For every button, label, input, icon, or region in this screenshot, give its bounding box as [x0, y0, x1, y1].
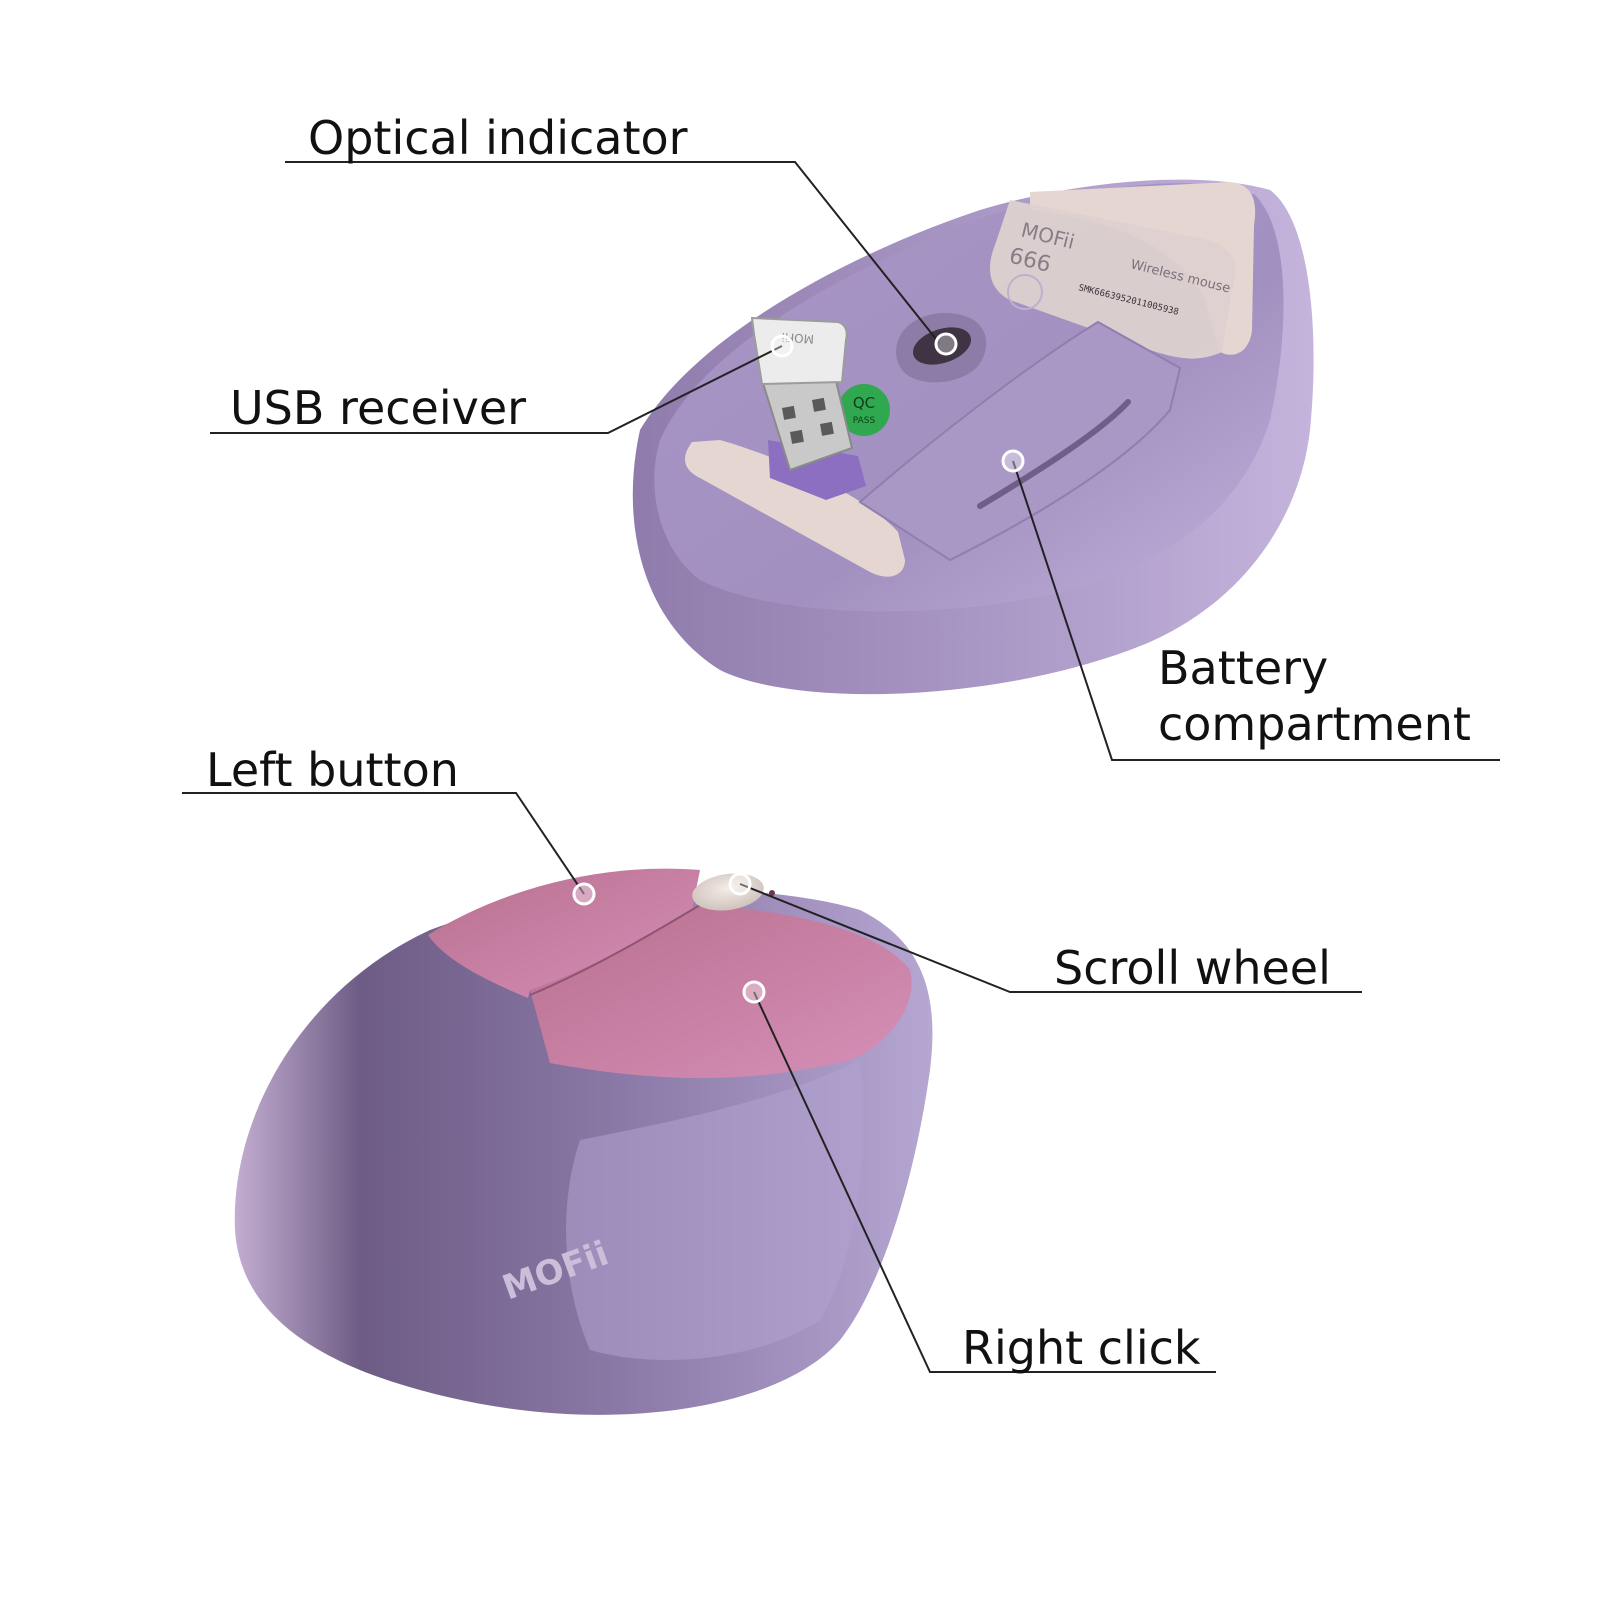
wheel-indicator-dot [769, 890, 775, 896]
label-left-button: Left button [206, 743, 459, 797]
scroll-wheel-shape [692, 873, 764, 911]
dongle-contact-2 [812, 397, 826, 412]
anchor-optical-indicator [934, 332, 958, 356]
qc-bottom-text: PASS [853, 416, 876, 426]
callout-lines [182, 161, 1500, 1373]
anchor-usb-receiver [770, 334, 794, 358]
screw-cover [1007, 274, 1043, 310]
anchor-scroll-wheel [728, 872, 752, 896]
leader-battery-compartment [1012, 460, 1500, 761]
dongle-contact-4 [820, 421, 834, 436]
label-battery-line2: compartment [1158, 697, 1471, 751]
battery-cover [858, 320, 1182, 562]
product-label-sticker [990, 200, 1236, 359]
label-battery-line1: Battery [1158, 641, 1329, 695]
label-scroll-wheel: Scroll wheel [1054, 941, 1331, 995]
mouse-underside: MOFii 666 Wireless mouse SMK666395201100… [632, 179, 1314, 695]
mouse-topside: MOFii [234, 868, 933, 1415]
dongle-contact-3 [790, 429, 804, 444]
button-seam [529, 904, 701, 996]
label-optical-indicator: Optical indicator [308, 111, 688, 165]
dongle-brand-mark: MOFii [781, 330, 814, 346]
leader-scroll-wheel [739, 883, 1362, 993]
leader-optical-indicator [285, 161, 941, 345]
anchor-battery-compartment [1001, 449, 1025, 473]
optical-sensor-lens [912, 327, 972, 365]
callout-anchors [572, 332, 1025, 1004]
anchor-left-button [572, 882, 596, 906]
qc-pass-sticker [838, 384, 890, 436]
dongle-cap [750, 316, 848, 386]
left-button-cap [428, 868, 700, 998]
label-usb-receiver: USB receiver [230, 381, 527, 435]
label-battery-compartment: Battery compartment [1158, 640, 1471, 752]
mouse-shell-highlight [566, 1060, 863, 1360]
anchor-right-click [742, 980, 766, 1004]
glide-foot-top-right [1030, 182, 1256, 355]
battery-cover-latch [977, 399, 1131, 509]
glide-foot-bottom-left [685, 440, 905, 577]
label-right-click: Right click [962, 1321, 1201, 1375]
leader-right-click [753, 991, 1216, 1373]
leader-usb-receiver [210, 345, 783, 434]
usb-receiver-dongle: MOFii [750, 316, 854, 472]
leader-left-button [182, 792, 585, 895]
dongle-contact-1 [782, 405, 796, 420]
qc-top-text: QC [853, 394, 875, 412]
